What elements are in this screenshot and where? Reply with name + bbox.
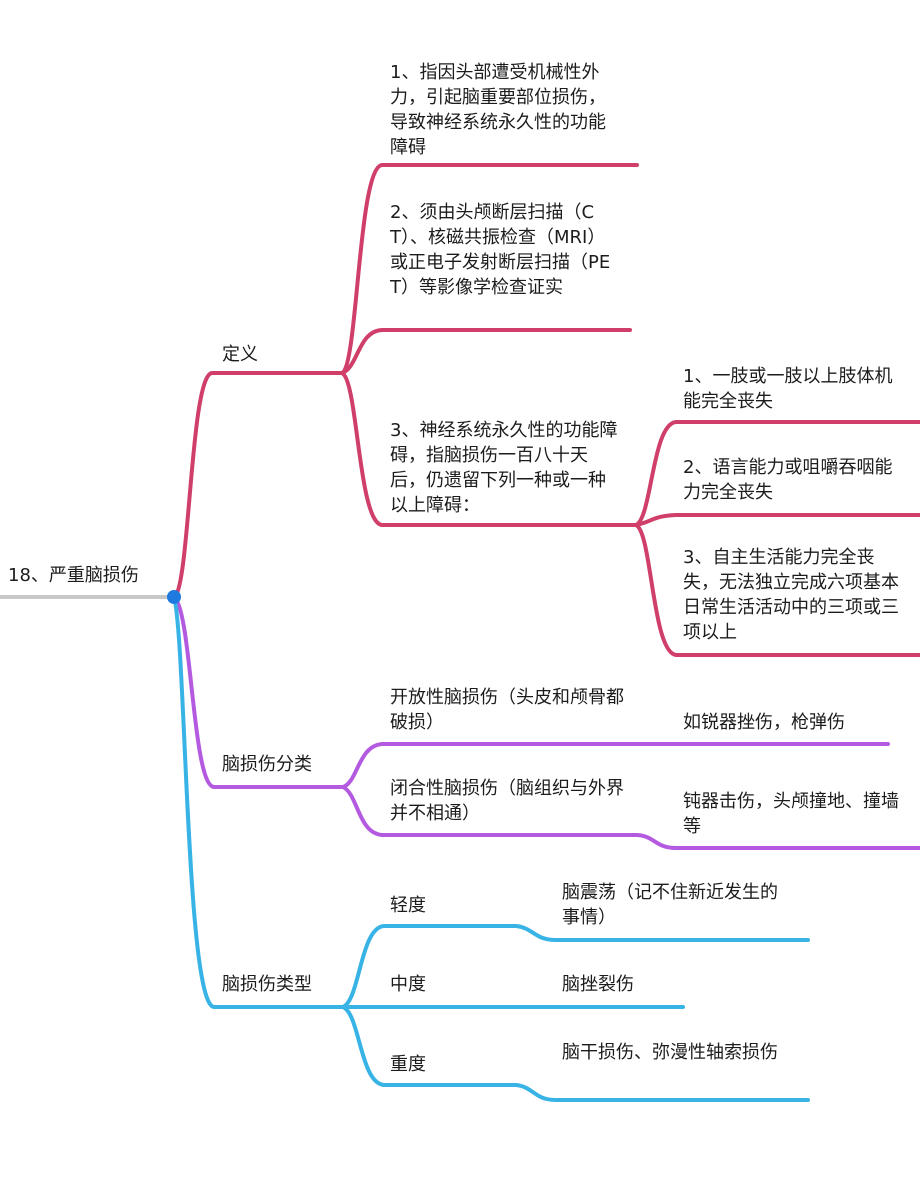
classification-open[interactable]: 开放性脑损伤（头皮和颅骨都破损） <box>390 687 624 733</box>
type-severe[interactable]: 重度 <box>390 1054 426 1075</box>
definition-sub-item-1[interactable]: 1、一肢或一肢以上肢体机能完全丧失 <box>683 366 893 412</box>
classification-closed[interactable]: 闭合性脑损伤（脑组织与外界并不相通） <box>390 778 624 824</box>
definition-item-2-edge <box>340 328 632 375</box>
type-mild[interactable]: 轻度 <box>390 895 426 916</box>
sub-item-1-edge <box>634 420 920 527</box>
definition-sub-item-3[interactable]: 3、自主生活能力完全丧失，无法独立完成六项基本日常生活活动中的三项或三项以上 <box>683 547 899 643</box>
root-node-dot[interactable] <box>167 590 181 604</box>
definition-edge <box>172 371 344 599</box>
type-mild-detail[interactable]: 脑震荡（记不住新近发生的事情） <box>562 882 778 928</box>
type-severe-edge <box>341 1005 810 1102</box>
classification-edge <box>172 595 345 789</box>
type-mild-edge <box>341 924 810 1009</box>
classification-closed-edge <box>341 785 920 850</box>
root-node-label[interactable]: 18、严重脑损伤 <box>8 565 139 586</box>
definition-item-2[interactable]: 2、须由头颅断层扫描（CT）、核磁共振检查（MRI）或正电子发射断层扫描（PET… <box>390 202 611 298</box>
sub-item-2-edge <box>634 513 920 527</box>
definition-label[interactable]: 定义 <box>222 344 258 365</box>
types-label[interactable]: 脑损伤类型 <box>222 974 312 995</box>
definition-item-1-edge <box>340 163 639 375</box>
classification-open-edge <box>341 742 890 789</box>
type-severe-detail[interactable]: 脑干损伤、弥漫性轴索损伤 <box>562 1042 778 1063</box>
definition-sub-item-2[interactable]: 2、语言能力或咀嚼吞咽能力完全丧失 <box>683 457 893 503</box>
type-moderate-detail[interactable]: 脑挫裂伤 <box>562 974 634 995</box>
type-moderate[interactable]: 中度 <box>390 974 426 995</box>
definition-item-3[interactable]: 3、神经系统永久性的功能障碍，指脑损伤一百八十天后，仍遗留下列一种或一种以上障碍… <box>390 420 618 516</box>
classification-open-example[interactable]: 如锐器挫伤，枪弹伤 <box>683 712 845 733</box>
definition-item-3-edge <box>340 371 638 527</box>
classification-label[interactable]: 脑损伤分类 <box>222 754 312 775</box>
classification-closed-example[interactable]: 钝器击伤，头颅撞地、撞墙等 <box>683 791 899 837</box>
sub-item-3-edge <box>634 523 920 657</box>
types-edge <box>172 595 345 1009</box>
definition-item-1[interactable]: 1、指因头部遭受机械性外力，引起脑重要部位损伤，导致神经系统永久性的功能障碍 <box>390 62 606 158</box>
